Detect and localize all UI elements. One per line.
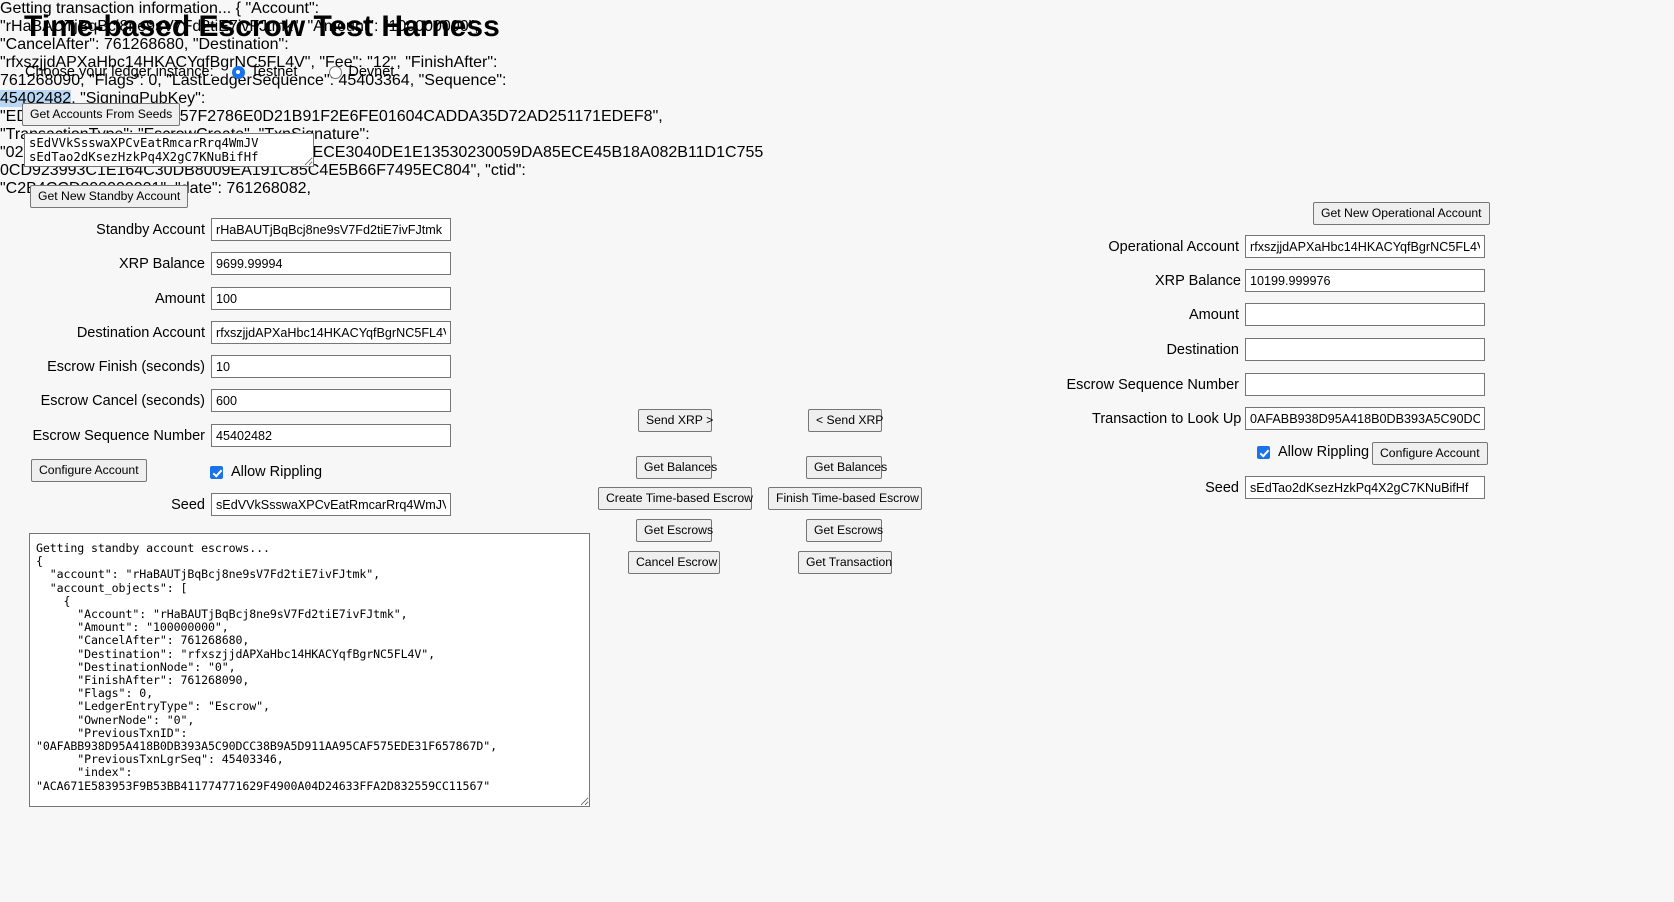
field-standby-seed: Seed <box>125 493 451 516</box>
output-right-highlighted-sequence: 45402482 <box>0 90 72 107</box>
field-standby-account-label: Standby Account <box>96 221 205 238</box>
radio-testnet[interactable]: Testnet <box>231 64 298 80</box>
field-operational-xrp-balance: XRP Balance <box>1155 269 1485 292</box>
cancel-escrow-button[interactable]: Cancel Escrow <box>628 551 720 574</box>
field-operational-xrp-balance-input[interactable] <box>1245 269 1485 292</box>
field-standby-xrp-balance: XRP Balance <box>60 252 451 275</box>
field-operational-destination-label: Destination <box>1166 341 1239 358</box>
output-right-text-before: Getting transaction information... { "Ac… <box>0 0 507 89</box>
field-transaction-to-look-up-input[interactable] <box>1245 407 1485 430</box>
get-balances-operational-button[interactable]: Get Balances <box>806 456 887 479</box>
field-transaction-to-look-up: Transaction to Look Up <box>1092 407 1485 430</box>
operational-configure-account-button[interactable]: Configure Account <box>1372 442 1488 465</box>
standby-allow-rippling-label: Allow Rippling <box>231 464 323 480</box>
operational-allow-rippling-label: Allow Rippling <box>1278 444 1370 460</box>
field-standby-destination-account-input[interactable] <box>211 321 451 344</box>
field-standby-account: Standby Account <box>60 218 451 241</box>
field-escrow-finish-seconds: Escrow Finish (seconds) <box>45 355 451 378</box>
ledger-prompt-label: Choose your ledger instance: <box>25 64 214 80</box>
field-standby-seed-label: Seed <box>171 496 205 513</box>
ledger-instance-selector: Choose your ledger instance: Testnet Dev… <box>25 64 404 80</box>
standby-output-textarea[interactable]: Getting standby account escrows... { "ac… <box>29 533 590 807</box>
finish-time-based-escrow-button[interactable]: Finish Time-based Escrow <box>768 487 922 510</box>
radio-testnet-indicator[interactable] <box>231 65 245 79</box>
field-escrow-finish-seconds-label: Escrow Finish (seconds) <box>47 358 205 375</box>
field-standby-amount: Amount <box>60 287 451 310</box>
field-operational-xrp-balance-label: XRP Balance <box>1155 272 1241 289</box>
page-title: Time-based Escrow Test Harness <box>24 10 500 43</box>
radio-devnet[interactable]: Devnet <box>329 64 394 80</box>
standby-configure-account-button[interactable]: Configure Account <box>31 459 147 482</box>
get-new-standby-account-button[interactable]: Get New Standby Account <box>30 185 189 208</box>
field-standby-xrp-balance-input[interactable] <box>211 252 451 275</box>
get-transaction-button[interactable]: Get Transaction <box>798 551 892 574</box>
field-operational-account-input[interactable] <box>1245 235 1485 258</box>
field-standby-destination-account-label: Destination Account <box>76 324 205 341</box>
get-new-operational-account-button[interactable]: Get New Operational Account <box>1313 202 1490 225</box>
field-operational-seed-input[interactable] <box>1245 476 1485 499</box>
standby-allow-rippling-checkbox[interactable] <box>210 465 223 479</box>
send-xrp-left-button[interactable]: < Send XRP <box>808 409 883 432</box>
field-standby-escrow-sequence-number-input[interactable] <box>211 424 451 447</box>
get-escrows-operational-button[interactable]: Get Escrows <box>806 519 883 542</box>
field-operational-amount-label: Amount <box>1189 306 1239 323</box>
field-standby-amount-input[interactable] <box>211 287 451 310</box>
standby-allow-rippling[interactable]: Allow Rippling <box>210 464 322 480</box>
field-standby-amount-label: Amount <box>155 290 205 307</box>
get-balances-standby-button[interactable]: Get Balances <box>636 456 717 479</box>
field-operational-escrow-sequence-number-input[interactable] <box>1245 373 1485 396</box>
field-standby-seed-input[interactable] <box>211 493 451 516</box>
field-operational-amount-input[interactable] <box>1245 303 1485 326</box>
field-operational-account-label: Operational Account <box>1108 238 1239 255</box>
radio-devnet-indicator[interactable] <box>329 65 343 79</box>
field-operational-escrow-sequence-number: Escrow Sequence Number <box>1066 373 1485 396</box>
field-operational-seed: Seed <box>1204 476 1485 499</box>
field-escrow-finish-seconds-input[interactable] <box>211 355 451 378</box>
field-transaction-to-look-up-label: Transaction to Look Up <box>1092 410 1242 427</box>
field-operational-seed-label: Seed <box>1205 479 1239 496</box>
send-xrp-right-button[interactable]: Send XRP > <box>638 409 713 432</box>
field-operational-destination: Destination <box>1163 338 1485 361</box>
field-operational-amount: Amount <box>1180 303 1485 326</box>
radio-testnet-label: Testnet <box>250 64 298 80</box>
field-operational-destination-input[interactable] <box>1245 338 1485 361</box>
field-operational-account: Operational Account <box>1107 235 1485 258</box>
field-standby-xrp-balance-label: XRP Balance <box>119 255 205 272</box>
field-standby-escrow-sequence-number-label: Escrow Sequence Number <box>32 427 205 444</box>
field-standby-account-input[interactable] <box>211 218 451 241</box>
seeds-textarea[interactable]: sEdVVkSsswaXPCvEatRmcarRrq4WmJV sEdTao2d… <box>24 133 314 167</box>
field-standby-escrow-sequence-number: Escrow Sequence Number <box>32 424 451 447</box>
get-accounts-from-seeds-button[interactable]: Get Accounts From Seeds <box>22 103 181 126</box>
field-standby-destination-account: Destination Account <box>60 321 451 344</box>
radio-devnet-label: Devnet <box>348 64 395 80</box>
field-escrow-cancel-seconds-label: Escrow Cancel (seconds) <box>40 392 205 409</box>
operational-allow-rippling[interactable]: Allow Rippling <box>1257 444 1369 460</box>
get-escrows-standby-button[interactable]: Get Escrows <box>636 519 713 542</box>
field-escrow-cancel-seconds: Escrow Cancel (seconds) <box>40 389 451 412</box>
create-time-based-escrow-button[interactable]: Create Time-based Escrow <box>598 487 753 510</box>
field-operational-escrow-sequence-number-label: Escrow Sequence Number <box>1066 376 1239 393</box>
operational-allow-rippling-checkbox[interactable] <box>1257 445 1270 459</box>
field-escrow-cancel-seconds-input[interactable] <box>211 389 451 412</box>
